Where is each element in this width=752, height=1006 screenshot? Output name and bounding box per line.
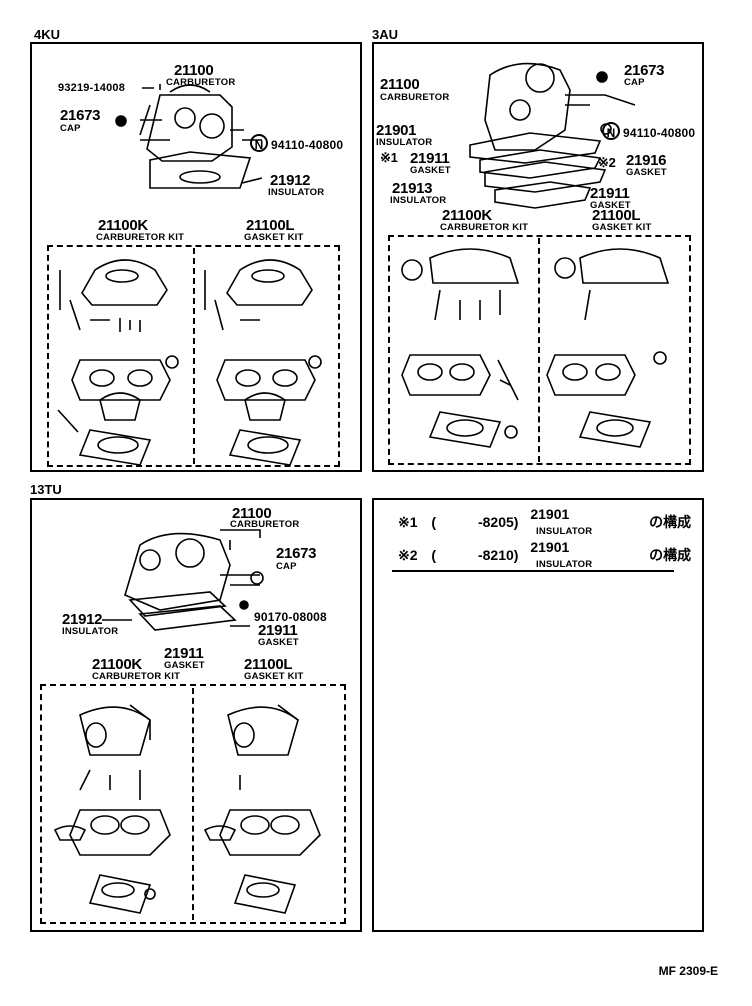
kit-divider-4ku [193,248,195,464]
part-no-gasket: 21911 [258,622,298,639]
part-no-carburetor: 21100 [174,62,214,79]
panel-13tu [30,498,362,932]
panel-3au [372,42,704,472]
part-no-gasket-kit: 21100L [592,207,641,224]
part-name-cap: CAP [60,123,81,134]
part-no-carburetor: 21100 [232,505,272,522]
note-part-no: 21901 [530,506,570,522]
part-no-carburetor-kit: 21100K [98,217,148,234]
part-name-carburetor: CARBURETOR [230,519,300,530]
note-range: -8205) [477,514,519,530]
panel-label-3au: 3AU [372,27,399,42]
part-no-kit-gasket: 21911 [164,645,204,662]
note-range: -8210) [477,547,519,563]
kit-parts-3au-l [546,248,670,448]
note-mark: ※1 [398,514,418,530]
note-row-2: ※2 ( -8210) 21901 の構成 [398,539,692,565]
part-name-carburetor: CARBURETOR [166,77,236,88]
part-no-cap: 21673 [624,62,665,79]
part-name-insulator: INSULATOR [268,187,325,198]
part-name-gasket-2: GASKET [626,167,667,178]
part-name-gasket-kit: GASKET KIT [244,232,304,243]
carburetor-assembly-13tu [102,529,264,631]
panel-label-13tu: 13TU [30,482,62,497]
kit-parts-4ku-k [57,259,179,466]
kit-divider-3au [538,238,540,462]
gasket-mark-2: ※2 [598,155,616,170]
kit-box-13tu [40,684,346,924]
part-name-insulator-1: INSULATOR [376,137,433,148]
kit-divider-13tu [192,688,194,920]
part-name-carburetor-kit: CARBURETOR KIT [440,222,529,233]
part-name-gasket-3: GASKET [590,200,631,211]
note-row-1: ※1 ( -8205) 21901 の構成 [398,506,692,532]
note-mark: ※2 [398,547,418,563]
part-no-insulator: 21912 [270,172,311,189]
part-name-kit-gasket: GASKET [164,660,205,671]
part-no-carburetor-kit: 21100K [92,656,142,673]
note-paren-open: ( [431,514,437,530]
part-name-carburetor: CARBURETOR [380,92,450,103]
part-name-cap: CAP [276,561,297,572]
part-no-gasket-kit: 21100L [246,217,295,234]
note-paren-open: ( [431,547,437,563]
part-name-cap: CAP [624,77,645,88]
nut-number: 94110-40800 [271,138,344,152]
part-no-bolt: 90170-08008 [254,610,327,624]
note-underline [392,570,674,572]
kit-parts-13tu-k [53,704,171,914]
part-no-gasket-1: 21911 [410,150,450,167]
panel-4ku [30,42,362,472]
figure-code: MF 2309-E [658,964,718,978]
note-part-name: INSULATOR [536,559,593,570]
part-no-carburetor: 21100 [380,76,420,93]
part-name-insulator: INSULATOR [62,626,119,637]
note-suffix: の構成 [649,514,692,530]
part-no-carburetor-kit: 21100K [442,207,492,224]
part-no-insulator: 21912 [62,611,103,628]
note-part-no: 21901 [530,539,570,555]
part-no-insulator-1: 21901 [376,122,417,139]
new-part-mark: N [250,134,268,152]
part-no-gasket-2: 21916 [626,152,667,169]
note-suffix: の構成 [649,547,692,563]
nut-number: 94110-40800 [623,126,696,140]
part-name-carburetor-kit: CARBURETOR KIT [96,232,185,243]
gasket-mark-1: ※1 [380,150,398,165]
part-no-bolt: 93219-14008 [58,82,126,94]
part-name-gasket-1: GASKET [410,165,451,176]
kit-box-4ku [47,245,340,467]
part-name-carburetor-kit: CARBURETOR KIT [92,671,181,682]
part-name-gasket-kit: GASKET KIT [244,671,304,682]
kit-parts-4ku-l [204,259,322,466]
note-part-name: INSULATOR [536,526,593,537]
carburetor-assembly-3au [469,62,636,209]
part-name-insulator-2: INSULATOR [390,195,447,206]
carburetor-assembly-4ku [115,84,263,189]
part-no-gasket-kit: 21100L [244,656,293,673]
part-no-insulator-2: 21913 [392,180,433,197]
panel-label-4ku: 4KU [34,27,61,42]
panel-notes [372,498,704,932]
part-no-cap: 21673 [60,107,101,124]
part-name-gasket: GASKET [258,637,299,648]
part-no-cap: 21673 [276,545,317,562]
part-no-gasket-3: 21911 [590,185,630,202]
kit-box-3au [388,235,691,465]
kit-parts-3au-k [401,248,520,448]
new-part-mark: N [602,122,620,140]
part-name-gasket-kit: GASKET KIT [592,222,652,233]
kit-parts-13tu-l [203,704,321,914]
